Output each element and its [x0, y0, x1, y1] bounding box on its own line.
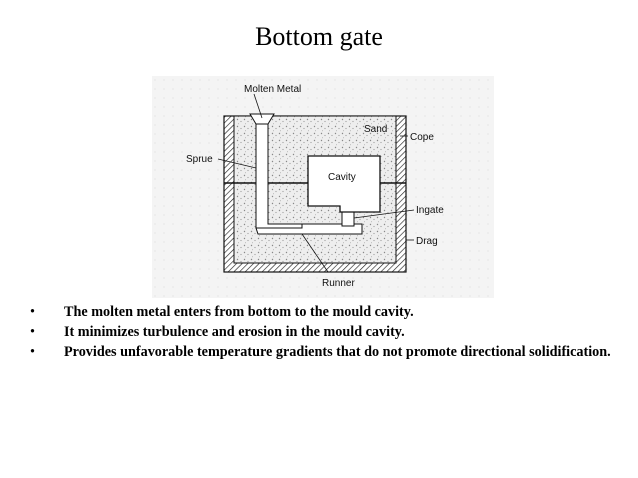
- sprue-leader: [217, 158, 257, 169]
- bottom-gate-diagram: Molten Metal Sand Cope Sprue Cavity Inga…: [152, 76, 494, 298]
- label-cope: Cope: [410, 132, 434, 143]
- runner-leader: [301, 233, 329, 273]
- bullet-list: • The molten metal enters from bottom to…: [30, 304, 620, 364]
- label-cavity: Cavity: [328, 172, 356, 183]
- molten-metal-leader: [253, 93, 263, 119]
- bullet-text: It minimizes turbulence and erosion in t…: [64, 324, 405, 340]
- ingate-leader: [353, 209, 415, 219]
- bullet-text: Provides unfavorable temperature gradien…: [64, 344, 611, 360]
- label-ingate: Ingate: [416, 205, 444, 216]
- bullet-item: • It minimizes turbulence and erosion in…: [30, 324, 620, 341]
- label-drag: Drag: [416, 236, 438, 247]
- mould-cavity: [307, 155, 381, 213]
- label-runner: Runner: [322, 278, 355, 289]
- bullet-marker: •: [30, 304, 35, 320]
- slide-title: Bottom gate: [255, 22, 383, 51]
- label-sprue: Sprue: [186, 154, 213, 165]
- pouring-basin: [249, 113, 275, 125]
- bullet-item: • The molten metal enters from bottom to…: [30, 304, 620, 321]
- label-sand: Sand: [364, 124, 387, 135]
- bullet-marker: •: [30, 344, 35, 360]
- bullet-text: The molten metal enters from bottom to t…: [64, 304, 414, 320]
- ingate-channel: [341, 211, 355, 227]
- bottom-gate-svg: Molten Metal Sand Cope Sprue Cavity Inga…: [152, 76, 494, 298]
- bullet-marker: •: [30, 324, 35, 340]
- runner-channel: [255, 223, 363, 235]
- bullet-item: • Provides unfavorable temperature gradi…: [30, 344, 620, 361]
- label-molten-metal: Molten Metal: [244, 84, 301, 95]
